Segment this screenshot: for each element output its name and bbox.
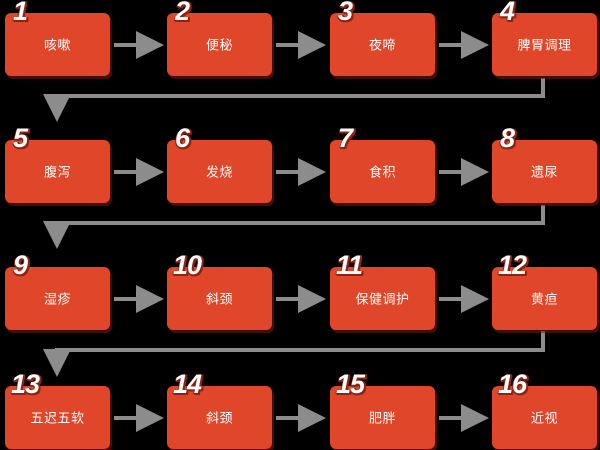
flow-node-14[interactable]: 14 斜颈 — [167, 371, 272, 449]
flow-node-5[interactable]: 5 腹泻 — [5, 125, 110, 203]
node-label-7: 食积 — [368, 163, 396, 179]
node-label-9: 湿疹 — [43, 290, 71, 306]
node-number-1: 1 — [13, 0, 28, 26]
flow-node-2[interactable]: 2 便秘 — [167, 0, 272, 76]
node-number-10: 10 — [173, 250, 202, 280]
node-number-2: 2 — [175, 0, 190, 26]
node-number-5: 5 — [13, 123, 28, 153]
node-label-12: 黄疸 — [530, 290, 558, 306]
node-label-8: 遗尿 — [530, 163, 558, 179]
node-number-8: 8 — [500, 123, 515, 153]
node-label-2: 便秘 — [205, 36, 233, 52]
node-label-3: 夜啼 — [368, 36, 396, 52]
node-number-9: 9 — [13, 250, 28, 280]
flow-node-3[interactable]: 3 夜啼 — [330, 0, 435, 76]
flow-node-13[interactable]: 13 五迟五软 — [5, 371, 110, 449]
node-number-12: 12 — [498, 250, 527, 280]
node-label-16: 近视 — [530, 409, 558, 425]
connector-8-to-9 — [43, 205, 545, 249]
node-number-11: 11 — [336, 250, 363, 280]
node-number-7: 7 — [338, 123, 353, 153]
node-label-14: 斜颈 — [205, 409, 233, 425]
node-label-6: 发烧 — [205, 163, 233, 179]
flow-node-12[interactable]: 12 黄疸 — [492, 252, 597, 330]
flow-node-16[interactable]: 16 近视 — [492, 371, 597, 449]
node-label-10: 斜颈 — [205, 290, 233, 306]
node-number-13: 13 — [11, 369, 40, 399]
connector-12-to-13 — [43, 331, 545, 377]
node-number-6: 6 — [175, 123, 190, 153]
node-number-4: 4 — [500, 0, 515, 26]
flow-node-8[interactable]: 8 遗尿 — [492, 125, 597, 203]
flow-node-9[interactable]: 9 湿疹 — [5, 252, 110, 330]
flow-node-10[interactable]: 10 斜颈 — [167, 252, 272, 330]
flow-node-1[interactable]: 1 咳嗽 — [5, 0, 110, 76]
flow-node-6[interactable]: 6 发烧 — [167, 125, 272, 203]
node-label-15: 肥胖 — [368, 409, 396, 425]
node-number-16: 16 — [498, 369, 527, 399]
node-label-4: 脾胃调理 — [517, 36, 572, 52]
node-label-13: 五迟五软 — [30, 409, 85, 425]
node-number-14: 14 — [173, 369, 202, 399]
node-number-3: 3 — [338, 0, 353, 26]
flow-node-4[interactable]: 4 脾胃调理 — [492, 0, 597, 76]
node-label-11: 保健调护 — [355, 290, 410, 306]
node-label-5: 腹泻 — [43, 163, 71, 179]
flow-node-7[interactable]: 7 食积 — [330, 125, 435, 203]
flow-node-11[interactable]: 11 保健调护 — [330, 252, 435, 330]
flow-node-15[interactable]: 15 肥胖 — [330, 371, 435, 449]
node-label-1: 咳嗽 — [43, 36, 71, 52]
node-number-15: 15 — [336, 369, 365, 399]
connector-4-to-5 — [43, 78, 545, 122]
